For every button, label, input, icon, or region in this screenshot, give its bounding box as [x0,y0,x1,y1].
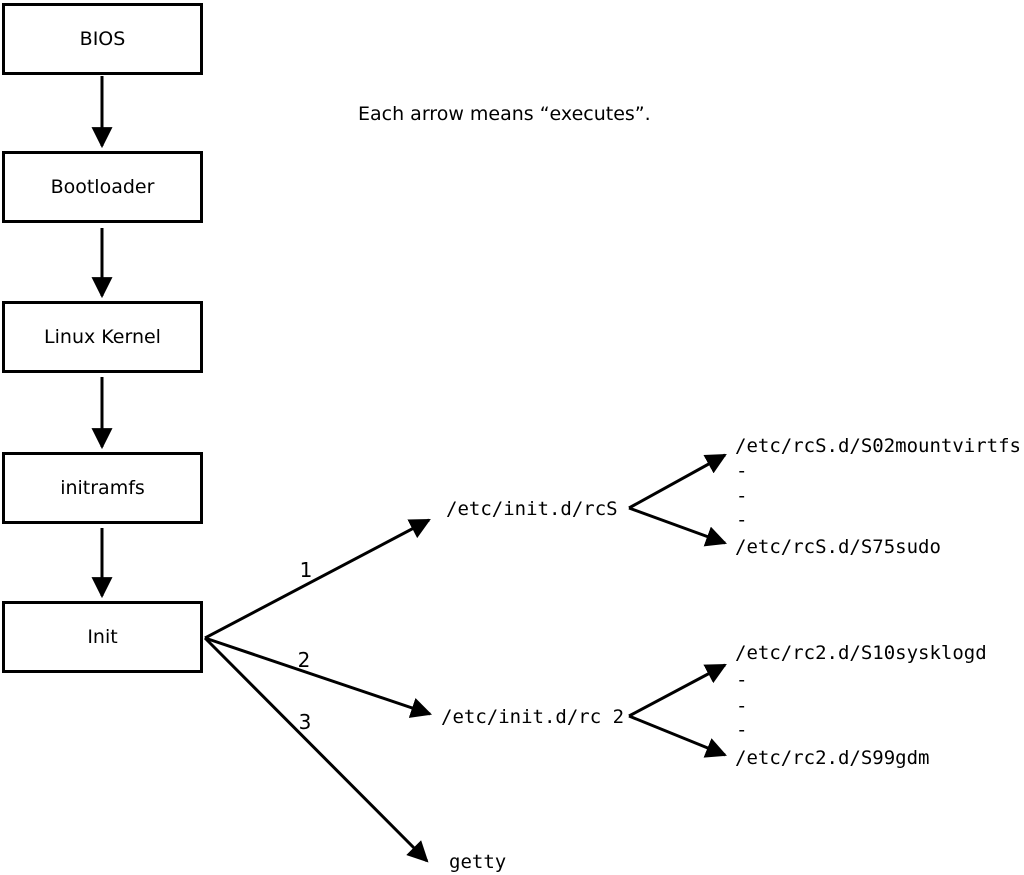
box-linux-kernel-label: Linux Kernel [44,326,161,348]
box-bootloader-label: Bootloader [50,176,155,198]
node-rc2: /etc/init.d/rc 2 [441,706,625,728]
box-initramfs-label: initramfs [60,477,145,499]
branch-number-1: 1 [299,558,313,582]
diagram-caption: Each arrow means “executes”. [358,103,651,125]
box-bios-label: BIOS [79,28,126,50]
rc2-child-1: - [736,669,748,691]
rc2-child-3: - [736,719,748,741]
arrow-rcs-last [628,506,727,547]
rc2-child-4: /etc/rc2.d/S99gdm [735,747,930,769]
box-init-label: Init [87,626,118,648]
rcs-child-2: - [736,485,748,507]
arrow-rcs-first [628,453,727,510]
arrow-rc2-first [628,663,727,718]
rcs-child-4: /etc/rcS.d/S75sudo [735,536,941,558]
branch-number-3: 3 [298,710,312,734]
node-rcs: /etc/init.d/rcS [446,498,618,520]
rc2-child-0: /etc/rc2.d/S10sysklogd [735,642,987,664]
rcs-child-1: - [736,460,748,482]
rc2-child-2: - [736,695,748,717]
box-initramfs: initramfs [2,452,203,524]
rcs-child-0: /etc/rcS.d/S02mountvirtfs [735,435,1021,457]
box-bootloader: Bootloader [2,151,203,223]
branch-number-2: 2 [297,648,311,672]
box-init: Init [2,601,203,673]
arrow-rc2-last [628,714,727,758]
arrow-init-rc2 [204,636,432,718]
rcs-child-3: - [736,509,748,531]
arrow-init-rcs [204,518,431,640]
box-linux-kernel: Linux Kernel [2,301,203,373]
node-getty: getty [449,851,507,873]
box-bios: BIOS [2,3,203,75]
arrow-init-getty [203,636,429,863]
